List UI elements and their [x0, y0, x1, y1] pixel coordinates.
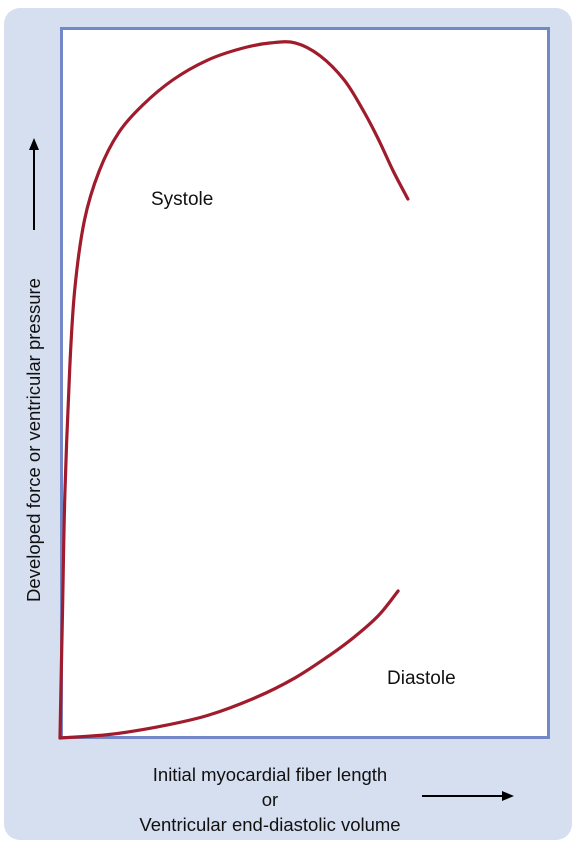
- x-axis-label-line-2: or: [261, 789, 279, 810]
- y-axis-arrow-icon: [29, 138, 39, 230]
- y-axis-label: Developed force or ventricular pressure: [23, 278, 44, 602]
- x-axis-label-line-3: Ventricular end-diastolic volume: [139, 814, 401, 835]
- systole-label: Systole: [151, 189, 214, 210]
- plot-area: [60, 27, 550, 739]
- x-axis-label: Initial myocardial fiber length or Ventr…: [90, 762, 450, 837]
- diastole-curve: [58, 589, 400, 740]
- curves-layer: [58, 40, 410, 740]
- x-axis-arrow-icon: [422, 791, 514, 801]
- diastole-label: Diastole: [387, 668, 456, 689]
- x-axis-label-line-1: Initial myocardial fiber length: [152, 764, 388, 785]
- systole-curve: [58, 40, 410, 740]
